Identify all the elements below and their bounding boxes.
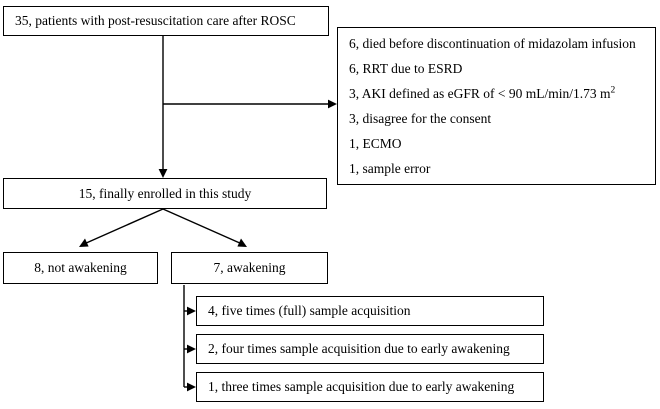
node-three-times-acquisition: 1, three times sample acquisition due to… (196, 372, 544, 402)
exclusion-item-1: 6, RRT due to ESRD (349, 61, 463, 76)
connector-enrolled-to-awakening (162, 208, 243, 245)
node-enrolled-label: 15, finally enrolled in this study (78, 185, 252, 201)
arrowhead-awakening (237, 238, 247, 247)
node-awakening-label: 7, awakening (213, 260, 286, 276)
node-five-times-label: 4, five times (full) sample acquisition (208, 303, 411, 319)
node-three-times-label: 1, three times sample acquisition due to… (208, 379, 515, 395)
node-not-awakening-label: 8, not awakening (34, 260, 127, 276)
exclusion-item-2: 3, AKI defined as eGFR of < 90 mL/min/1.… (349, 85, 655, 101)
exclusion-item-2-superscript: 2 (610, 85, 616, 96)
node-four-times-acquisition: 2, four times sample acquisition due to … (196, 334, 544, 364)
node-exclusion-reasons: 6, died before discontinuation of midazo… (337, 27, 656, 185)
exclusion-item-3: 3, disagree for the consent (349, 111, 492, 126)
node-enrolled: 15, finally enrolled in this study (3, 178, 327, 209)
arrowhead-three-times (187, 382, 196, 392)
node-screened-patients: 35, patients with post-resuscitation car… (3, 6, 329, 36)
exclusion-item-2-text: 3, AKI defined as eGFR of < 90 mL/min/1.… (349, 86, 611, 101)
exclusion-item-5: 1, sample error (349, 161, 431, 176)
node-not-awakening: 8, not awakening (3, 252, 158, 284)
node-five-times-acquisition: 4, five times (full) sample acquisition (196, 296, 544, 326)
arrowhead-enrolled (158, 169, 168, 178)
node-awakening: 7, awakening (171, 252, 328, 284)
exclusion-item-4: 1, ECMO (349, 136, 402, 151)
node-four-times-label: 2, four times sample acquisition due to … (208, 341, 510, 357)
node-screened-label: 35, patients with post-resuscitation car… (15, 13, 296, 29)
arrowhead-exclusions (328, 99, 337, 109)
arrowhead-four-times (187, 344, 196, 354)
arrowhead-five-times (187, 306, 196, 316)
arrowhead-not-awakening (79, 238, 89, 247)
exclusion-item-0: 6, died before discontinuation of midazo… (349, 36, 636, 51)
connector-enrolled-to-not-awakening (83, 208, 164, 245)
